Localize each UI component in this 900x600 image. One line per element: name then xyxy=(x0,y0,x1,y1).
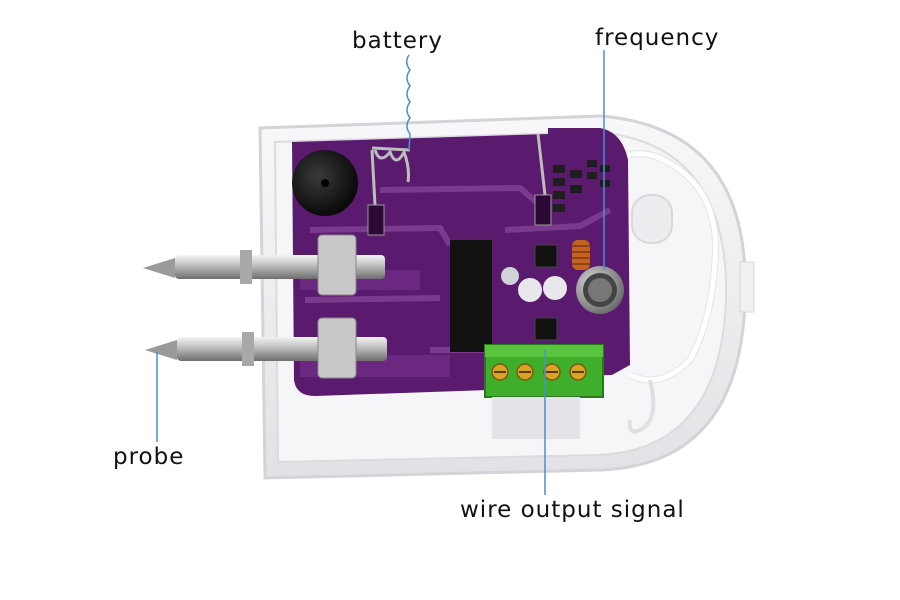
probe-pin-bottom xyxy=(145,317,387,379)
battery-spring xyxy=(370,146,411,206)
oscillator-can xyxy=(576,266,624,314)
battery-pad xyxy=(367,204,385,236)
probe-label: probe xyxy=(113,444,185,470)
buzzer xyxy=(292,150,358,216)
jumper-bottom xyxy=(534,317,558,341)
ic-chip xyxy=(450,240,492,352)
antenna-coil xyxy=(607,150,720,434)
leader-lines xyxy=(156,50,605,495)
battery-leader xyxy=(406,54,411,151)
jumper-top xyxy=(534,244,558,268)
frequency-label: frequency xyxy=(595,25,720,51)
probe-pin-top xyxy=(143,234,385,296)
leds xyxy=(501,267,567,302)
terminal-block xyxy=(484,344,604,439)
wire-output-signal-label: wire output signal xyxy=(460,497,685,523)
battery-contact-right xyxy=(536,133,547,196)
battery-label: battery xyxy=(352,28,443,54)
smd-components xyxy=(553,160,610,212)
inductor-coil xyxy=(572,240,590,270)
